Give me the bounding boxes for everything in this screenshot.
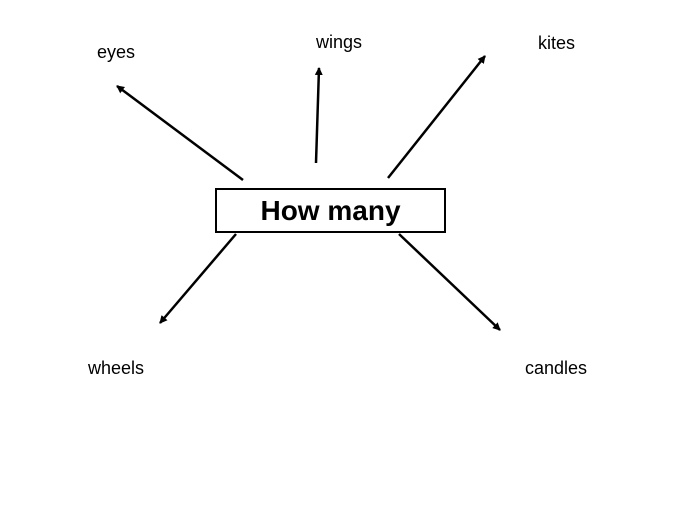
branch-label-wheels: wheels bbox=[88, 358, 145, 378]
arrow-to-kites bbox=[387, 55, 486, 179]
arrow-to-wheels bbox=[159, 233, 237, 324]
arrow-to-candles bbox=[398, 233, 501, 331]
branch-label-kites: kites bbox=[538, 33, 576, 53]
branch-label-candles: candles bbox=[525, 358, 588, 378]
center-node-label: How many bbox=[260, 194, 401, 226]
branch-label-wings: wings bbox=[316, 32, 363, 52]
arrow-to-wings bbox=[314, 67, 323, 164]
arrow-to-eyes bbox=[116, 84, 244, 182]
center-node: How many bbox=[215, 188, 446, 233]
branch-label-eyes: eyes bbox=[97, 42, 136, 62]
